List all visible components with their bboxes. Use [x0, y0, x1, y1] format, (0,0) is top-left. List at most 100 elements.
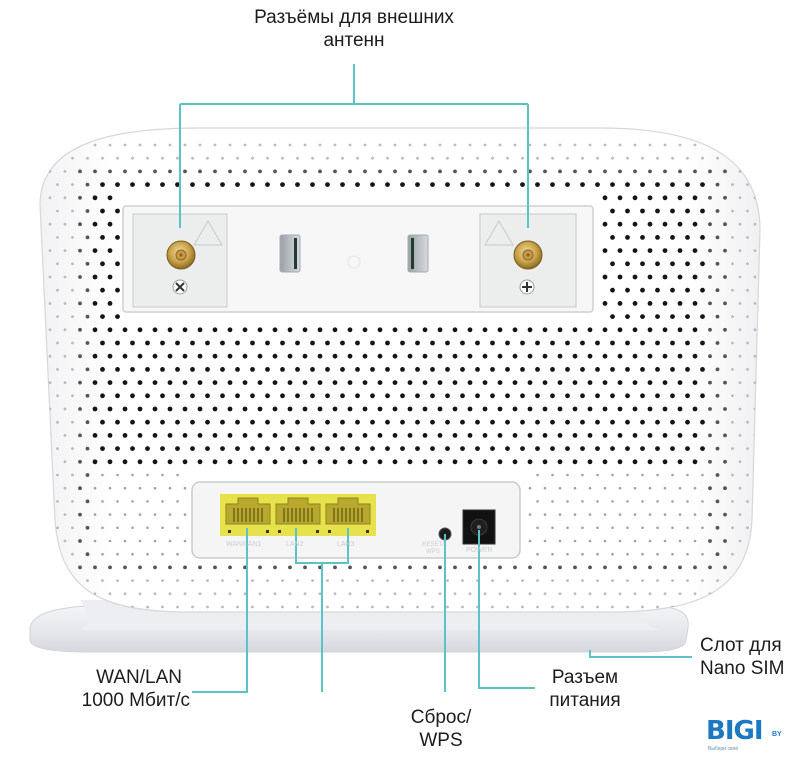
- vent-dot: [198, 592, 202, 596]
- vent-dot: [551, 500, 554, 503]
- vent-dot: [371, 605, 374, 609]
- vent-dot: [212, 327, 218, 333]
- vent-dot: [753, 539, 757, 543]
- vent-dot: [731, 288, 734, 292]
- silk-wan-lan1: WAN/LAN1: [226, 541, 262, 548]
- callout-power-line-1: Разъем: [551, 667, 619, 688]
- vent-dot: [48, 275, 52, 279]
- vent-dot: [505, 182, 510, 188]
- vent-dot: [430, 367, 435, 372]
- vent-dot: [182, 459, 188, 465]
- vent-dot: [333, 169, 337, 174]
- vent-dot: [753, 275, 757, 279]
- vent-dot: [362, 433, 368, 438]
- vent-dot: [641, 526, 644, 530]
- vent-dot: [131, 579, 134, 582]
- vent-dot: [71, 183, 74, 187]
- vent-dot: [101, 579, 104, 582]
- vent-dot: [115, 208, 120, 214]
- vent-dot: [116, 473, 119, 477]
- vent-dot: [175, 182, 180, 188]
- vent-dot: [557, 459, 563, 465]
- vent-dot: [243, 169, 247, 174]
- vent-dot: [610, 287, 615, 293]
- vent-dot: [153, 143, 157, 147]
- vent-dot: [446, 605, 449, 609]
- vent-dot: [101, 552, 104, 556]
- vent-dot: [536, 156, 539, 160]
- vent-dot: [115, 314, 120, 319]
- vent-dot: [445, 340, 450, 346]
- vent-dot: [430, 446, 435, 451]
- vent-dot: [557, 353, 563, 359]
- silk-lan3: LAN3: [337, 541, 355, 548]
- vent-dot: [400, 446, 405, 451]
- vent-dot: [678, 513, 682, 516]
- vent-dot: [498, 592, 502, 596]
- vent-dot: [197, 380, 203, 385]
- vent-dot: [648, 592, 652, 596]
- vent-dot: [341, 156, 344, 160]
- vent-dot: [317, 433, 323, 438]
- vent-dot: [258, 169, 262, 174]
- vent-dot: [100, 235, 105, 240]
- vent-dot: [663, 486, 667, 490]
- vent-dot: [753, 407, 757, 411]
- vent-dot: [123, 143, 127, 147]
- vent-dot: [310, 393, 315, 399]
- vent-dot: [602, 406, 608, 412]
- vent-dot: [521, 156, 524, 160]
- vent-dot: [452, 406, 458, 412]
- vent-dot: [761, 447, 764, 450]
- vent-dot: [625, 393, 630, 399]
- port-led: [266, 530, 269, 533]
- vent-dot: [791, 421, 794, 424]
- vent-dot: [108, 169, 112, 174]
- vent-dot: [56, 579, 59, 582]
- vent-dot: [145, 446, 150, 451]
- vent-dot: [512, 459, 518, 465]
- vent-dot: [63, 302, 67, 305]
- vent-dot: [56, 473, 59, 477]
- vent-dot: [168, 169, 172, 174]
- vent-dot: [355, 446, 360, 451]
- vent-dot: [648, 539, 652, 543]
- vent-dot: [63, 407, 67, 411]
- vent-dot: [408, 169, 412, 174]
- vent-dot: [400, 182, 405, 188]
- vent-dot: [769, 223, 772, 226]
- vent-dot: [776, 262, 779, 265]
- vent-dot: [347, 459, 353, 465]
- vent-dot: [251, 579, 254, 582]
- vent-dot: [347, 327, 353, 333]
- vent-dot: [520, 340, 525, 346]
- vent-dot: [56, 236, 59, 239]
- vent-dot: [288, 592, 292, 596]
- vent-dot: [791, 262, 794, 265]
- vent-dot: [662, 380, 668, 385]
- vent-dot: [648, 513, 652, 516]
- vent-dot: [122, 327, 128, 333]
- vent-dot: [392, 433, 398, 438]
- vent-dot: [257, 406, 263, 412]
- vent-dot: [183, 169, 187, 174]
- vent-dot: [753, 328, 757, 332]
- vent-dot: [265, 446, 270, 451]
- vent-dot: [63, 143, 67, 147]
- vent-dot: [723, 169, 727, 174]
- vent-dot: [205, 446, 210, 451]
- vent-dot: [107, 380, 113, 385]
- vent-dot: [56, 500, 59, 503]
- vent-dot: [85, 182, 90, 187]
- vent-dot: [505, 340, 510, 346]
- vent-dot: [738, 539, 742, 543]
- callout-reset-wps-label: Сброс/ WPS: [396, 706, 486, 752]
- vent-dot: [610, 446, 615, 451]
- vent-dot: [731, 368, 734, 371]
- vent-dot: [610, 182, 615, 188]
- vent-dot: [753, 302, 757, 305]
- vent-dot: [280, 419, 285, 425]
- vent-dot: [596, 552, 599, 556]
- vent-dot: [250, 367, 255, 372]
- vent-dot: [78, 195, 82, 200]
